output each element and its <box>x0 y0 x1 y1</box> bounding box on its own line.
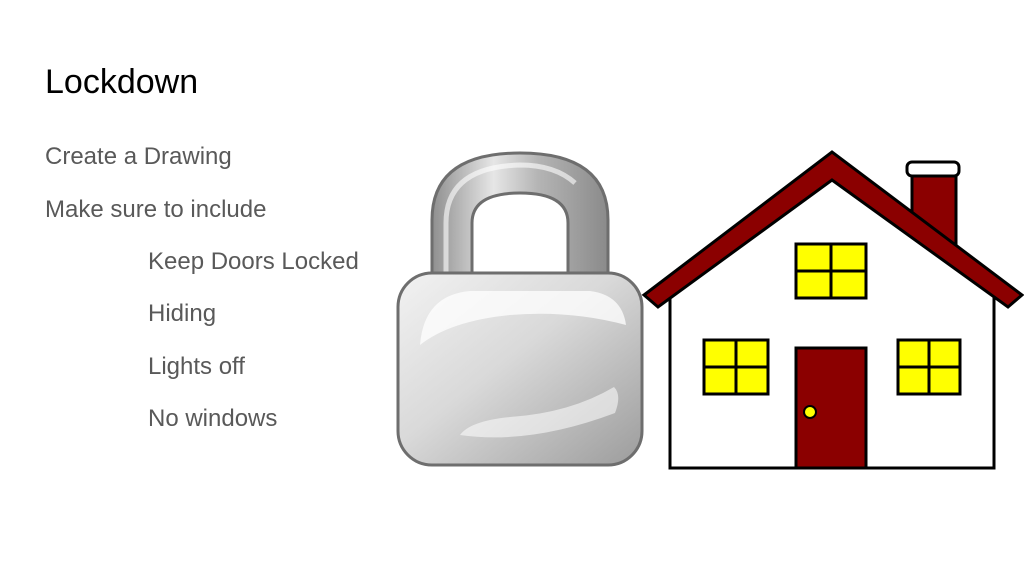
bullet-create-drawing: Create a Drawing <box>45 143 232 170</box>
slide-title: Lockdown <box>45 63 199 101</box>
padlock-gloss-lower <box>460 387 619 438</box>
door-knob <box>803 405 817 419</box>
right-window <box>896 338 962 396</box>
house-icon <box>641 150 1024 470</box>
house-roof <box>641 150 1024 309</box>
padlock-shackle-highlight <box>443 162 577 275</box>
house-chimney-cap <box>905 160 961 178</box>
bullet-lights-off: Lights off <box>148 353 245 380</box>
bullet-no-windows: No windows <box>148 405 278 432</box>
left-window <box>702 338 770 396</box>
padlock-icon <box>396 151 644 467</box>
padlock-gloss <box>420 291 626 345</box>
bullet-make-sure: Make sure to include <box>45 196 267 223</box>
bullet-hiding: Hiding <box>148 300 217 327</box>
attic-window <box>794 242 868 300</box>
bullet-keep-doors-locked: Keep Doors Locked <box>148 248 359 275</box>
padlock-shackle <box>430 151 610 287</box>
